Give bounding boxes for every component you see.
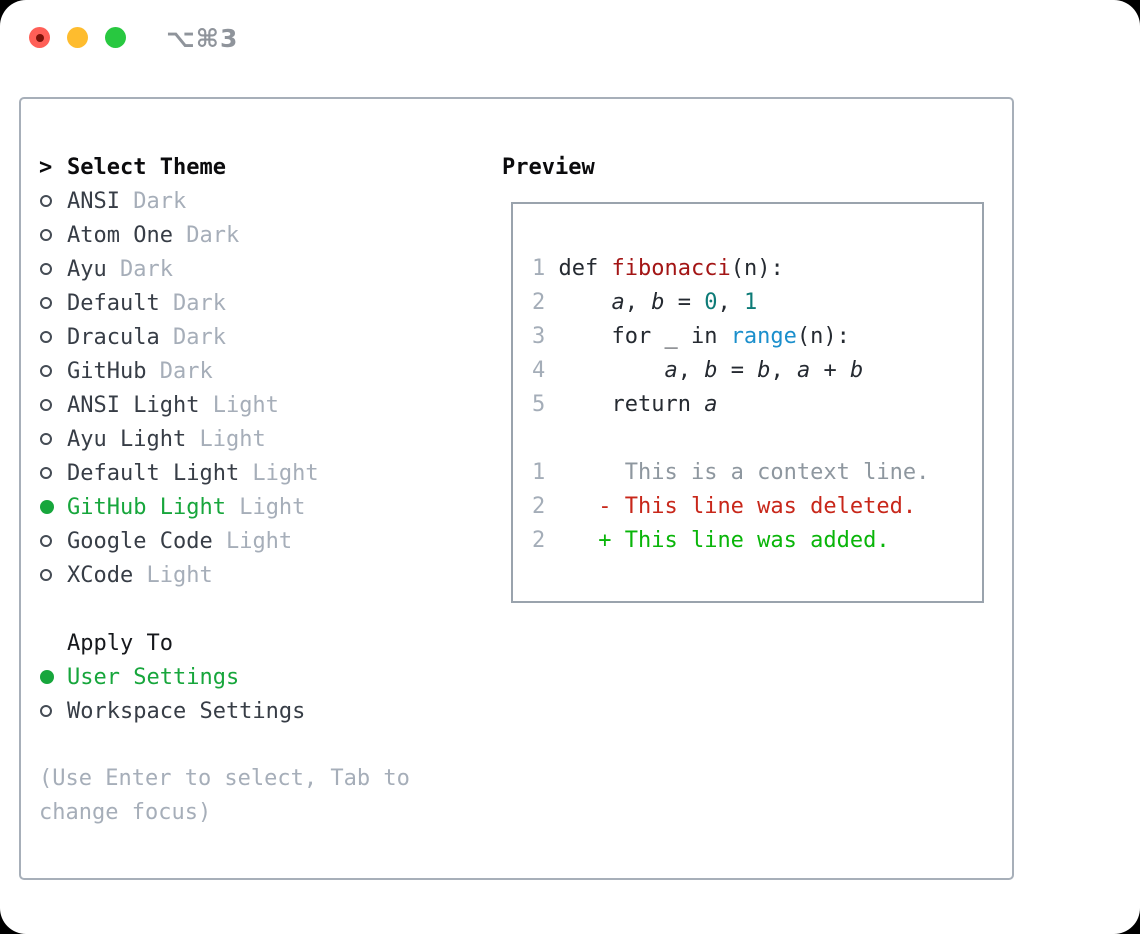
theme-option-ayu[interactable]: Ayu Dark: [39, 252, 410, 286]
zoom-button[interactable]: [105, 27, 126, 48]
code-line: 5 return a: [532, 392, 718, 417]
option-label: Dracula: [67, 324, 160, 350]
radio-icon: [39, 229, 67, 241]
option-label: Workspace Settings: [67, 698, 306, 724]
option-variant: Dark: [159, 290, 226, 316]
apply-to-option-user-settings[interactable]: User Settings: [39, 660, 410, 694]
option-label: Default: [67, 290, 160, 316]
theme-option-ansi[interactable]: ANSI Dark: [39, 184, 410, 218]
theme-option-google-code[interactable]: Google Code Light: [39, 524, 410, 558]
theme-option-xcode[interactable]: XCode Light: [39, 558, 410, 592]
option-label: Ayu: [67, 256, 107, 282]
close-button[interactable]: [29, 27, 50, 48]
radio-selected-icon: [39, 670, 67, 684]
option-label: GitHub Light: [67, 494, 226, 520]
theme-option-ayu-light[interactable]: Ayu Light Light: [39, 422, 410, 456]
apply-to-option-workspace-settings[interactable]: Workspace Settings: [39, 694, 410, 728]
theme-option-github[interactable]: GitHub Dark: [39, 354, 410, 388]
option-variant: Light: [239, 460, 319, 486]
code-line: 4 a, b = b, a + b: [532, 358, 864, 383]
select-theme-header: > Select Theme: [39, 150, 410, 184]
option-label: XCode: [67, 562, 134, 588]
option-label: Google Code: [67, 528, 213, 554]
radio-icon: [39, 331, 67, 343]
option-variant: Light: [199, 392, 279, 418]
option-label: Default Light: [67, 460, 240, 486]
close-dot-icon: [35, 33, 44, 42]
window-shortcut-label: ⌥⌘3: [166, 24, 239, 53]
option-variant: Dark: [159, 324, 226, 350]
radio-icon: [39, 195, 67, 207]
option-label: ANSI: [67, 188, 120, 214]
theme-option-default-light[interactable]: Default Light Light: [39, 456, 410, 490]
option-variant: Dark: [172, 222, 240, 248]
select-theme-title: Select Theme: [67, 154, 226, 180]
radio-icon: [39, 263, 67, 275]
option-variant: Light: [133, 562, 213, 588]
option-variant: Dark: [106, 256, 173, 282]
code-line: 3 for _ in range(n):: [532, 324, 850, 349]
preview-code: 1 def fibonacci(n): 2 a, b = 0, 1 3 for _ …: [532, 252, 982, 558]
spacer: [39, 592, 410, 626]
theme-option-dracula[interactable]: Dracula Dark: [39, 320, 410, 354]
radio-icon: [39, 467, 67, 479]
titlebar: ⌥⌘3: [0, 0, 1140, 76]
option-label: Atom One: [67, 222, 173, 248]
theme-option-ansi-light[interactable]: ANSI Light Light: [39, 388, 410, 422]
radio-icon: [39, 297, 67, 309]
code-line: 2 - This line was deleted.: [532, 494, 917, 519]
hint-line-2: change focus): [39, 800, 212, 825]
code-line: 1 def fibonacci(n):: [532, 256, 784, 281]
radio-icon: [39, 569, 67, 581]
spacer: [39, 728, 410, 762]
apply-to-title: Apply To: [67, 630, 173, 656]
radio-icon: [39, 433, 67, 445]
code-line: [532, 422, 982, 456]
preview-title: Preview: [502, 154, 595, 180]
option-variant: Light: [186, 426, 266, 452]
radio-icon: [39, 399, 67, 411]
theme-option-github-light[interactable]: GitHub Light Light: [39, 490, 410, 524]
apply-to-header: Apply To: [39, 626, 410, 660]
code-line: 2 + This line was added.: [532, 528, 890, 553]
hint-line-1: (Use Enter to select, Tab to: [39, 766, 410, 791]
option-variant: Dark: [146, 358, 213, 384]
option-label: GitHub: [67, 358, 147, 384]
radio-icon: [39, 365, 67, 377]
option-label: User Settings: [67, 664, 240, 690]
code-line: 2 a, b = 0, 1: [532, 290, 758, 315]
minimize-button[interactable]: [67, 27, 88, 48]
option-label: ANSI Light: [67, 392, 200, 418]
option-variant: Dark: [119, 188, 187, 214]
selection-cursor-icon: >: [39, 154, 53, 180]
option-variant: Light: [212, 528, 293, 554]
code-line: 1 This is a context line.: [532, 460, 930, 485]
radio-icon: [39, 705, 67, 717]
radio-selected-icon: [39, 500, 67, 514]
option-label: Ayu Light: [67, 426, 187, 452]
theme-option-atom-one[interactable]: Atom One Dark: [39, 218, 410, 252]
option-variant: Light: [225, 494, 306, 520]
radio-icon: [39, 535, 67, 547]
theme-option-default[interactable]: Default Dark: [39, 286, 410, 320]
preview-pane: 1 def fibonacci(n): 2 a, b = 0, 1 3 for _ …: [511, 202, 984, 603]
